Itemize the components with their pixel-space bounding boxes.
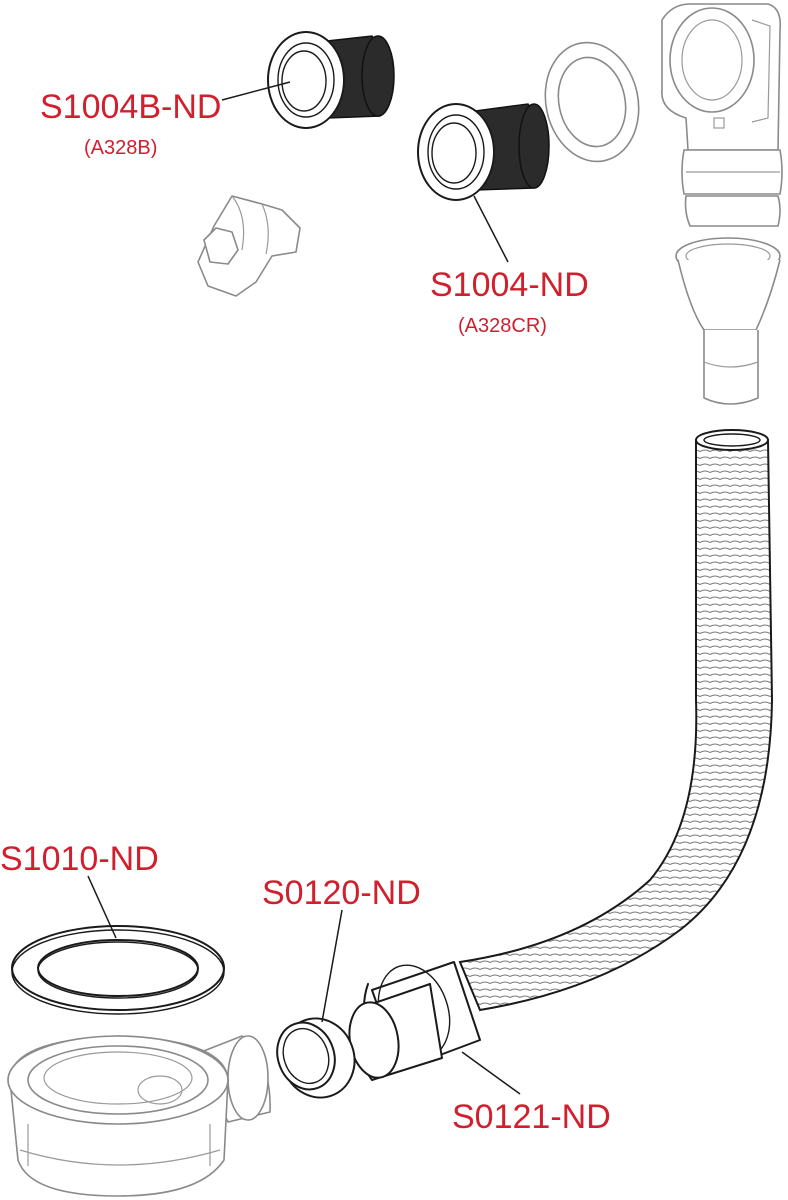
leader-s1010 xyxy=(87,875,117,939)
label-s1004: S1004-ND xyxy=(430,266,589,304)
gasket-ring-s0120 xyxy=(276,1017,356,1099)
flat-gasket-s1010 xyxy=(11,925,225,1015)
leader-s0120 xyxy=(321,909,343,1023)
label-s0121: S0121-ND xyxy=(452,1098,611,1136)
hose-union-nut-s0121 xyxy=(348,961,481,1081)
label-s1004b-alt: (A328B) xyxy=(84,137,157,159)
overflow-gasket xyxy=(544,41,640,163)
overflow-funnel-adapter xyxy=(675,237,781,405)
label-s1010: S1010-ND xyxy=(0,840,159,878)
leader-s1004b xyxy=(221,81,291,101)
corrugated-hose xyxy=(458,429,774,1012)
leader-s1004 xyxy=(473,195,509,263)
overflow-connector-s1004b xyxy=(267,31,395,129)
label-s1004-alt: (A328CR) xyxy=(458,315,547,337)
leader-s0121 xyxy=(461,1051,521,1095)
overflow-connector-s1004 xyxy=(417,103,550,201)
overflow-key-nut xyxy=(197,195,301,297)
drain-body xyxy=(7,1035,271,1197)
overflow-elbow-housing xyxy=(661,3,783,227)
label-s0120: S0120-ND xyxy=(262,874,421,912)
label-s1004b: S1004B-ND xyxy=(40,88,221,126)
